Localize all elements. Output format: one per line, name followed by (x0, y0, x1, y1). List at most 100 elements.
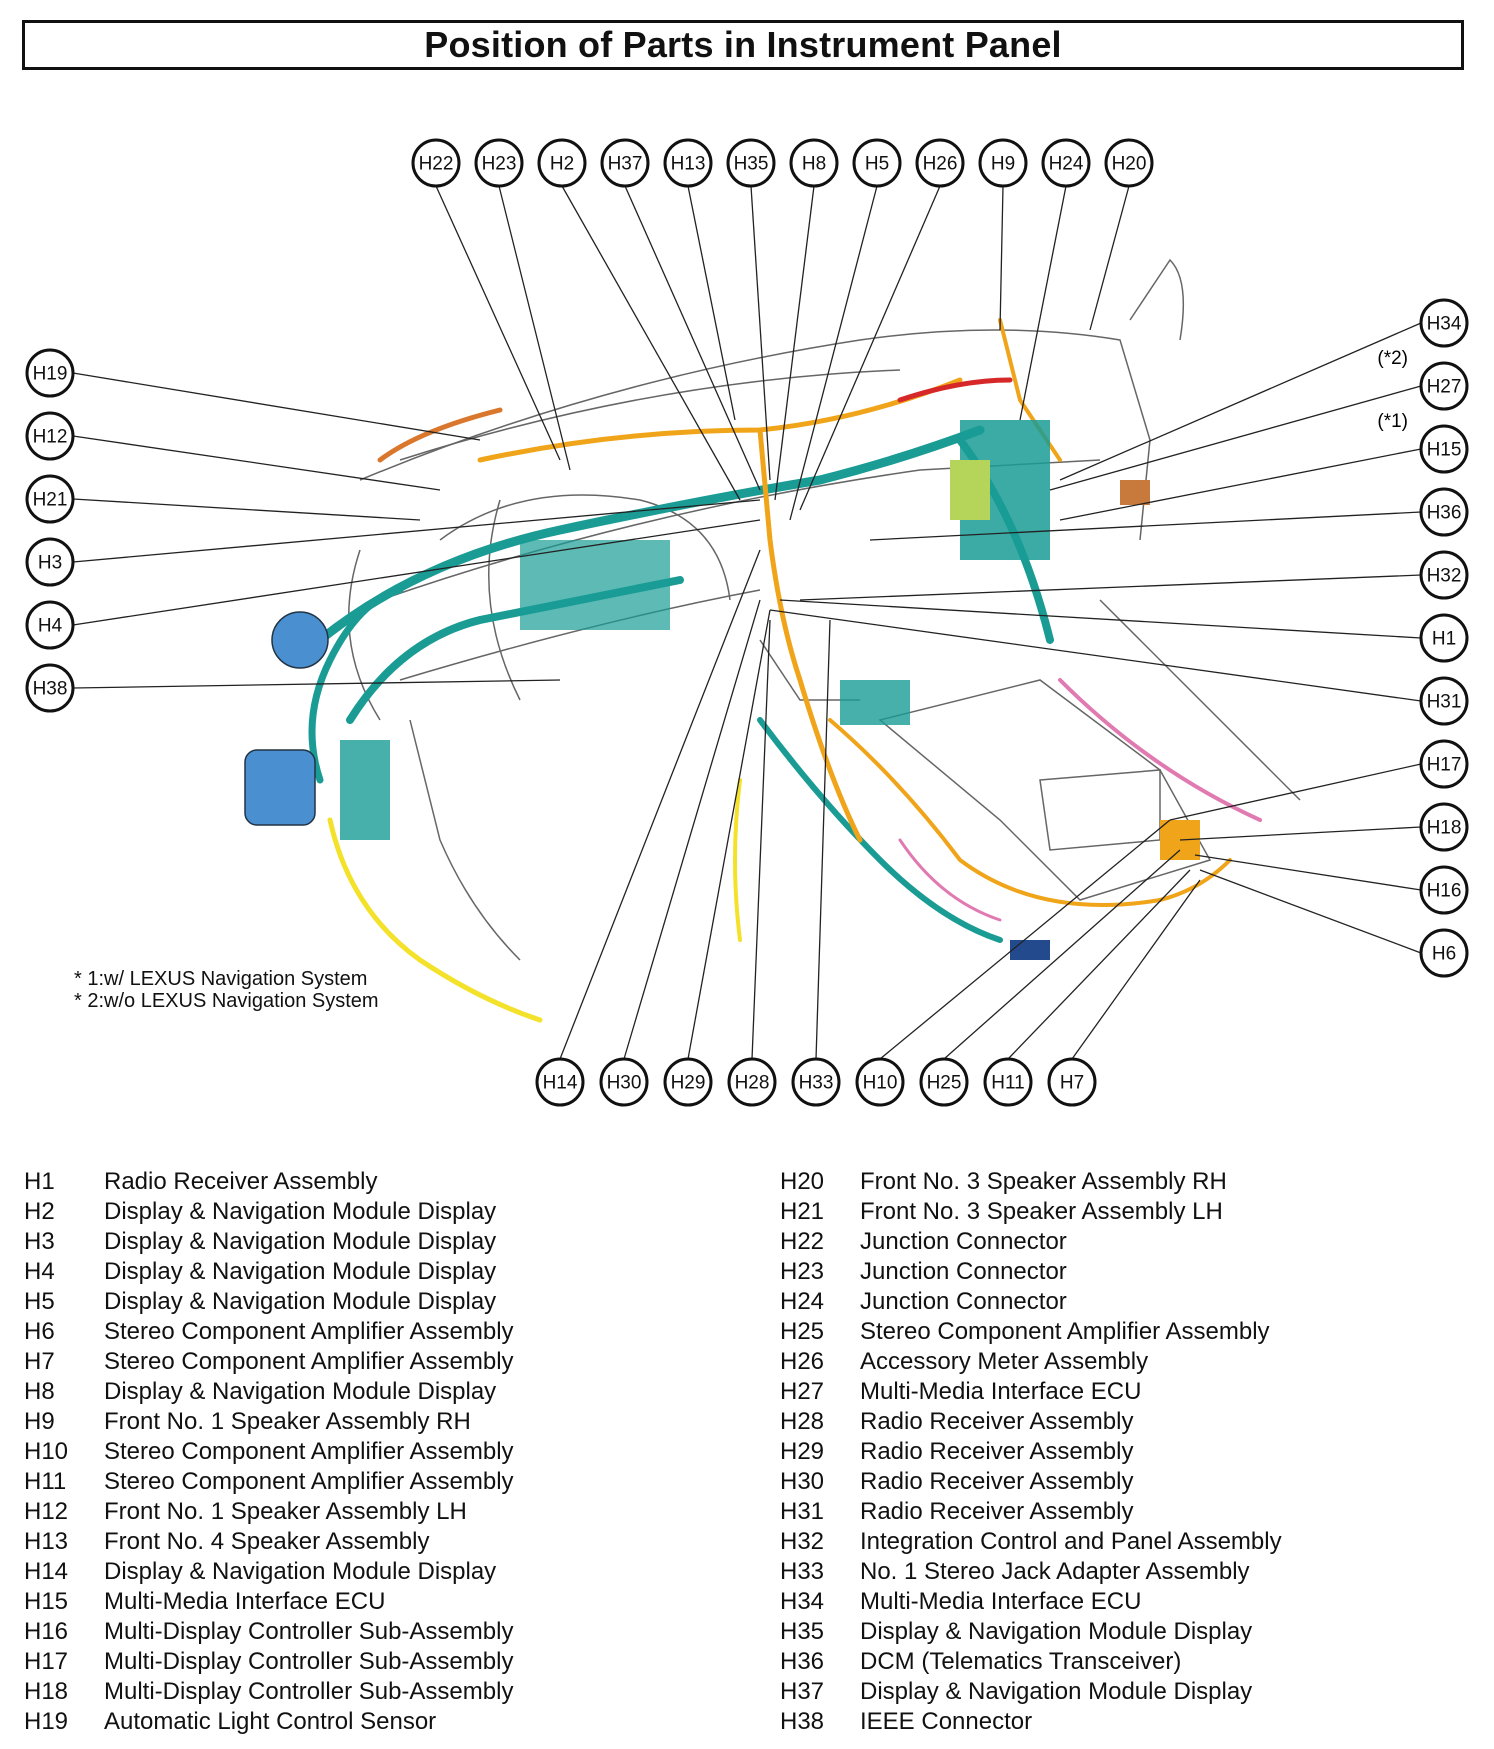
callout-h10[interactable]: H10 (855, 1057, 905, 1107)
callout-circle (726, 138, 776, 188)
callout-h7[interactable]: H7 (1047, 1057, 1097, 1107)
callout-h1[interactable]: H1 (1419, 613, 1469, 663)
legend-code: H25 (780, 1318, 825, 1345)
legend-code: H33 (780, 1558, 825, 1585)
legend-code: H19 (24, 1708, 69, 1735)
callout-h37[interactable]: H37 (600, 138, 650, 188)
callout-h36[interactable]: H36 (1419, 487, 1469, 537)
callout-h9[interactable]: H9 (978, 138, 1028, 188)
callout-h27[interactable]: H27 (1419, 361, 1469, 411)
legend-code: H18 (24, 1678, 69, 1705)
callout-label: H24 (1049, 154, 1084, 175)
legend-code: H14 (24, 1558, 69, 1585)
callout-label: H30 (607, 1073, 642, 1094)
callout-h4[interactable]: H4 (25, 600, 75, 650)
legend-part-name: Stereo Component Amplifier Assembly (104, 1468, 514, 1495)
callout-h6[interactable]: H6 (1419, 928, 1469, 978)
leader-line-h4 (72, 519, 761, 626)
legend-code: H31 (780, 1498, 825, 1525)
callout-label: H36 (1427, 503, 1462, 524)
leader-line-h34 (1059, 322, 1422, 481)
callout-h13[interactable]: H13 (663, 138, 713, 188)
leader-line-h36 (869, 511, 1422, 541)
callout-h38[interactable]: H38 (25, 663, 75, 713)
callout-h20[interactable]: H20 (1104, 138, 1154, 188)
callout-h26[interactable]: H26 (915, 138, 965, 188)
legend-part-name: DCM (Telematics Transceiver) (860, 1648, 1182, 1675)
callout-circle (1041, 138, 1091, 188)
harness-pink (1058, 678, 1262, 822)
callout-h8[interactable]: H8 (789, 138, 839, 188)
callout-h3[interactable]: H3 (25, 537, 75, 587)
legend-part-name: Display & Navigation Module Display (104, 1228, 497, 1255)
callout-label: H4 (38, 616, 63, 637)
callout-h32[interactable]: H32 (1419, 550, 1469, 600)
legend-part-name: IEEE Connector (860, 1708, 1033, 1735)
legend-part-name: Display & Navigation Module Display (104, 1198, 497, 1225)
legend-part-name: Multi-Media Interface ECU (860, 1588, 1142, 1615)
callout-h22[interactable]: H22 (411, 138, 461, 188)
callout-h35[interactable]: H35 (726, 138, 776, 188)
legend-code: H2 (24, 1198, 55, 1225)
callout-label: H27 (1427, 377, 1462, 398)
callout-h34[interactable]: H34 (1419, 298, 1469, 348)
callout-circle (1419, 802, 1469, 852)
harness-pink-console (898, 838, 1002, 922)
callout-h16[interactable]: H16 (1419, 865, 1469, 915)
callout-h14[interactable]: H14 (535, 1057, 585, 1107)
callout-h23[interactable]: H23 (474, 138, 524, 188)
callout-h25[interactable]: H25 (919, 1057, 969, 1107)
callout-h17[interactable]: H17 (1419, 739, 1469, 789)
leader-line-h29 (687, 609, 771, 1060)
legend-row: H2 Display & Navigation Module Display (24, 1197, 514, 1227)
legend-code: H20 (780, 1168, 825, 1195)
callout-h19[interactable]: H19 (25, 348, 75, 398)
callout-h2[interactable]: H2 (537, 138, 587, 188)
callout-circle (1419, 424, 1469, 474)
callout-h15[interactable]: H15 (1419, 424, 1469, 474)
callout-h31[interactable]: H31 (1419, 676, 1469, 726)
legend-code: H37 (780, 1678, 825, 1705)
callout-h12[interactable]: H12 (25, 411, 75, 461)
callout-h18[interactable]: H18 (1419, 802, 1469, 852)
callout-h33[interactable]: H33 (791, 1057, 841, 1107)
callout-h11[interactable]: H11 (983, 1057, 1033, 1107)
legend-part-name: Display & Navigation Module Display (104, 1558, 497, 1585)
callout-h21[interactable]: H21 (25, 474, 75, 524)
legend-code: H16 (24, 1618, 69, 1645)
legend-code: H36 (780, 1648, 825, 1675)
callout-label: H35 (734, 154, 769, 175)
callout-h28[interactable]: H28 (727, 1057, 777, 1107)
callout-label: H29 (671, 1073, 706, 1094)
legend-code: H29 (780, 1438, 825, 1465)
callout-circle (1419, 550, 1469, 600)
callout-h24[interactable]: H24 (1041, 138, 1091, 188)
harness-yellow-floor (327, 817, 543, 1023)
legend-part-name: Stereo Component Amplifier Assembly (104, 1318, 514, 1345)
callout-h5[interactable]: H5 (852, 138, 902, 188)
connector-green-block (950, 460, 990, 520)
callout-circle (474, 138, 524, 188)
callout-h30[interactable]: H30 (599, 1057, 649, 1107)
legend-part-name: Radio Receiver Assembly (104, 1168, 378, 1195)
harness-orange-main (477, 377, 963, 463)
legend-part-name: Junction Connector (860, 1228, 1067, 1255)
callout-h29[interactable]: H29 (663, 1057, 713, 1107)
leader-line-h20 (1089, 185, 1130, 331)
legend-part-name: Front No. 3 Speaker Assembly LH (860, 1198, 1223, 1225)
legend-part-name: Integration Control and Panel Assembly (860, 1528, 1282, 1555)
callout-circle (978, 138, 1028, 188)
legend-code: H30 (780, 1468, 825, 1495)
callout-circle (852, 138, 902, 188)
leader-line-h8 (774, 185, 815, 501)
legend-part-name: Stereo Component Amplifier Assembly (104, 1348, 514, 1375)
